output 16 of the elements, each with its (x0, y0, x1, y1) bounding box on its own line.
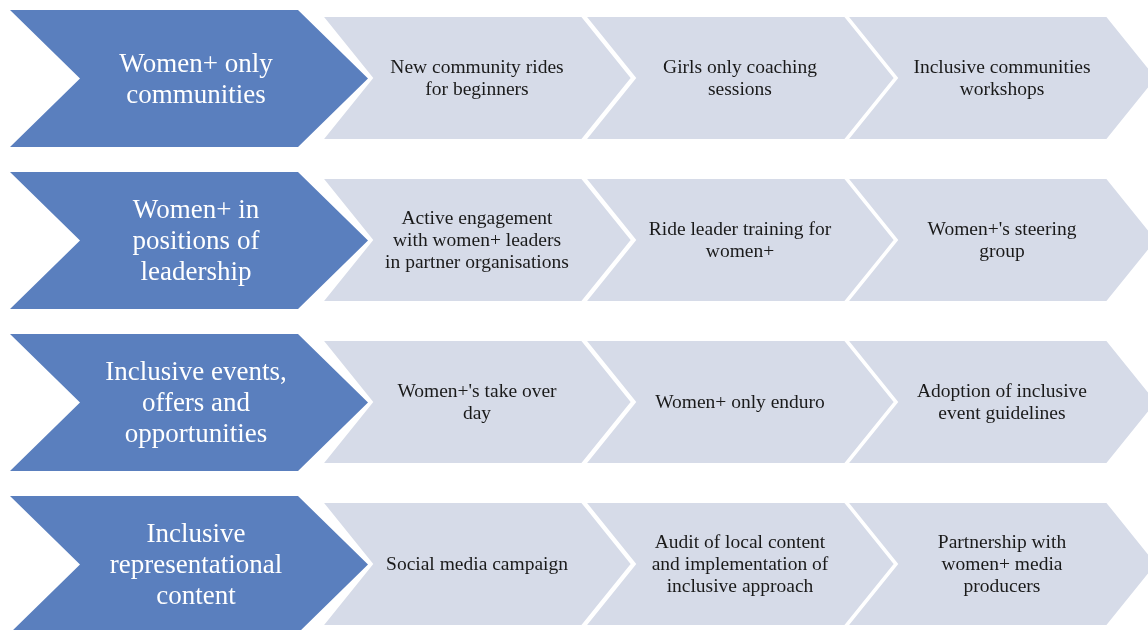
action-text: Social media campaign (386, 553, 568, 575)
action-text: Girls only coaching sessions (662, 56, 818, 100)
action-text: Ride leader training for women+ (647, 218, 833, 262)
action-text: Audit of local content and implementation of inclusive approach (650, 531, 830, 597)
action-text: Adoption of inclusive event guidelines (915, 380, 1089, 424)
action-text: New community rides for beginners (389, 56, 565, 100)
action-text: Women+ only enduro (655, 391, 825, 413)
theme-heading: Inclusive representational content (108, 518, 284, 611)
action-text: Inclusive communities workshops (912, 56, 1092, 100)
action-text: Partnership with women+ media producers (936, 531, 1068, 597)
theme-heading: Women+ in positions of leadership (131, 194, 261, 287)
theme-heading: Women+ only communities (118, 47, 274, 110)
action-text: Women+'s steering group (926, 218, 1078, 262)
action-text: Active engagement with women+ leaders in partner organisations (384, 207, 570, 273)
action-text: Women+'s take over day (396, 380, 558, 424)
theme-heading: Inclusive events, offers and opportunities (104, 356, 288, 449)
